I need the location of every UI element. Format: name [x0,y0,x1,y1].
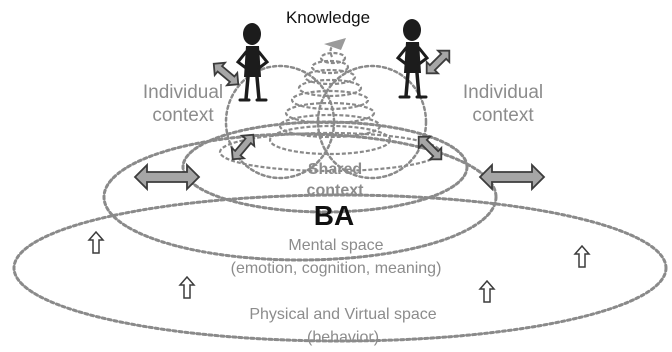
ba-label: BA [314,200,354,231]
spiral-arrowhead [324,38,346,50]
individual-context-right-label-line2: context [472,105,534,126]
mental-space-label-line1: Mental space [288,237,383,254]
physical-virtual-space-ellipse [12,193,668,343]
person-left-icon [235,23,270,102]
double-arrow-right-person [425,49,451,75]
double-arrow-left-person [212,61,240,87]
up-arrow-2 [178,275,196,299]
up-arrow-3 [478,279,496,303]
individual-context-left-label-line2: context [152,105,214,126]
individual-context-right-ellipse [316,64,428,180]
double-arrow-right-wide [478,162,546,192]
double-arrow-left-inner [230,133,256,161]
person-right-icon [395,19,430,99]
physical-space-label-line1: Physical and Virtual space [249,306,436,323]
mental-space-label-line2: (emotion, cognition, meaning) [231,260,442,277]
individual-context-right-label-line1: Individual [463,82,543,103]
knowledge-spiral [218,43,442,173]
double-arrow-right-inner [417,135,443,161]
individual-context-left-label-line1: Individual [143,82,223,103]
shared-context-label-line1: Shared [308,161,362,178]
double-arrow-left-wide [133,162,201,192]
physical-space-label-line2: (behavior) [307,329,379,346]
up-arrow-1 [87,230,105,254]
up-arrow-4 [573,244,591,268]
shared-context-label-line2: context [307,182,365,199]
knowledge-label: Knowledge [286,8,370,27]
